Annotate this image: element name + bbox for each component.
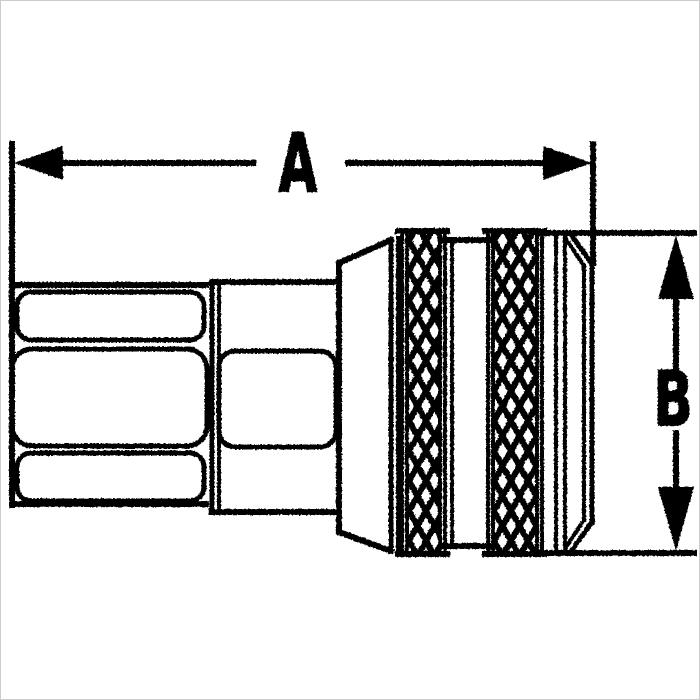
knurl-band-2 <box>482 228 547 557</box>
dim-a-label-wrap: A <box>278 116 318 211</box>
coupler-body <box>9 228 596 557</box>
sleeve-collar <box>388 236 400 555</box>
dim-b-arrowhead-up-icon <box>658 235 694 299</box>
knurl2-crosshatch <box>493 233 537 552</box>
hex-nut-left <box>9 282 210 507</box>
dim-b-arrowhead-down-icon <box>658 487 694 551</box>
dim-a-arrowhead-right-icon <box>543 146 592 180</box>
knurl1-crosshatch <box>407 233 440 552</box>
drawing-group: A B <box>9 116 697 557</box>
hex-body-section <box>209 279 341 515</box>
dim-b-label-wrap: B <box>653 355 694 444</box>
taper-cone <box>335 236 395 555</box>
endcap-chamfer-top-outer <box>568 232 596 268</box>
hex1-flat-top <box>14 289 207 343</box>
dimension-b: B <box>539 230 697 556</box>
dimension-a: A <box>9 116 596 508</box>
endcap-chamfer-bottom-outer <box>568 518 596 554</box>
endcap-chamfer-bottom-inner <box>563 517 587 550</box>
dim-a-label: A <box>279 116 318 210</box>
knurl-band-1 <box>395 228 450 557</box>
dim-a-arrowhead-left-icon <box>14 146 63 180</box>
dim-b-label: B <box>654 356 693 444</box>
hex1-flat-middle <box>9 346 210 449</box>
endcap-chamfer-top-inner <box>563 236 587 269</box>
sleeve-mid-band <box>442 237 492 549</box>
cone-top-taper <box>335 236 395 267</box>
cone-bottom-taper <box>335 528 395 555</box>
hex1-flat-bottom <box>14 450 207 504</box>
sleeve-end-cap <box>554 231 596 555</box>
hex2-flat-middle <box>216 348 339 450</box>
